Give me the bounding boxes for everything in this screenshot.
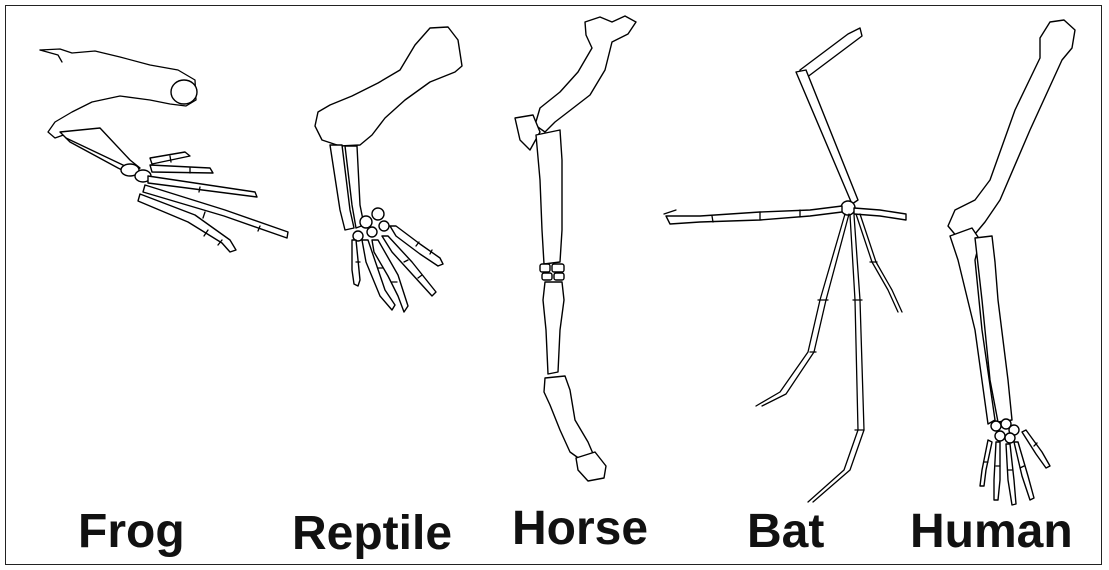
bat-label: Bat	[747, 508, 824, 556]
horse-limb	[515, 16, 636, 481]
bat-humerus	[800, 28, 862, 80]
bat-digit	[666, 206, 842, 224]
frog-elbow	[171, 80, 197, 104]
frog-label: Frog	[78, 508, 185, 556]
bat-radius	[796, 70, 858, 204]
horse-radius	[536, 130, 562, 264]
horse-hoof	[576, 452, 606, 481]
human-label: Human	[910, 508, 1073, 556]
horse-cannon	[543, 282, 564, 374]
human-limb	[948, 20, 1075, 505]
human-humerus	[948, 20, 1075, 240]
reptile-humerus	[315, 27, 462, 146]
human-digit	[980, 440, 992, 486]
reptile-digit	[352, 240, 360, 286]
horse-humerus	[535, 16, 636, 132]
frog-limb	[40, 49, 288, 252]
horse-label: Horse	[512, 505, 648, 553]
reptile-limb	[315, 27, 462, 312]
bat-limb	[664, 28, 906, 502]
reptile-label: Reptile	[292, 510, 452, 558]
